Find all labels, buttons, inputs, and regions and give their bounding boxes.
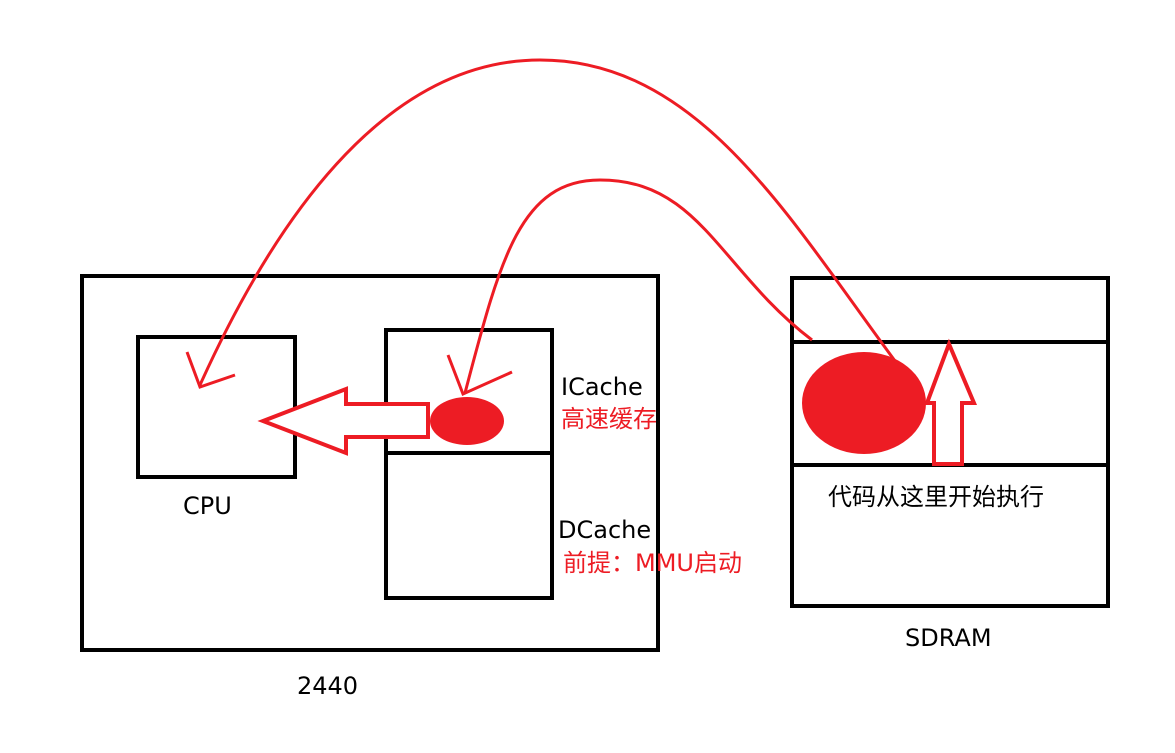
cpu-label: CPU (183, 492, 232, 520)
sdram-to-icache-curve (463, 178, 813, 394)
icache-code-blob (430, 397, 504, 445)
sdram-label: SDRAM (905, 624, 992, 652)
sdram-to-icache-arrowhead (446, 354, 513, 397)
cpu-box (136, 335, 297, 479)
sdram-up-arrow (924, 338, 978, 466)
chip-label: 2440 (297, 672, 359, 700)
sdram-box (790, 276, 1110, 608)
cache-to-cpu-arrow (257, 386, 430, 456)
chip-box (80, 274, 660, 652)
dcache-label: DCache (558, 516, 652, 544)
icache-label: ICache (561, 373, 643, 401)
cache-box (384, 328, 554, 600)
sdram-to-cpu-arrowhead (185, 351, 236, 389)
sdram-code-blob (802, 352, 926, 454)
icache-desc-label: 高速缓存 (561, 405, 657, 433)
sdram-exec-label: 代码从这里开始执行 (828, 483, 1044, 511)
dcache-desc-label: 前提：MMU启动 (563, 549, 742, 577)
sdram-to-cpu-curve (198, 58, 900, 386)
